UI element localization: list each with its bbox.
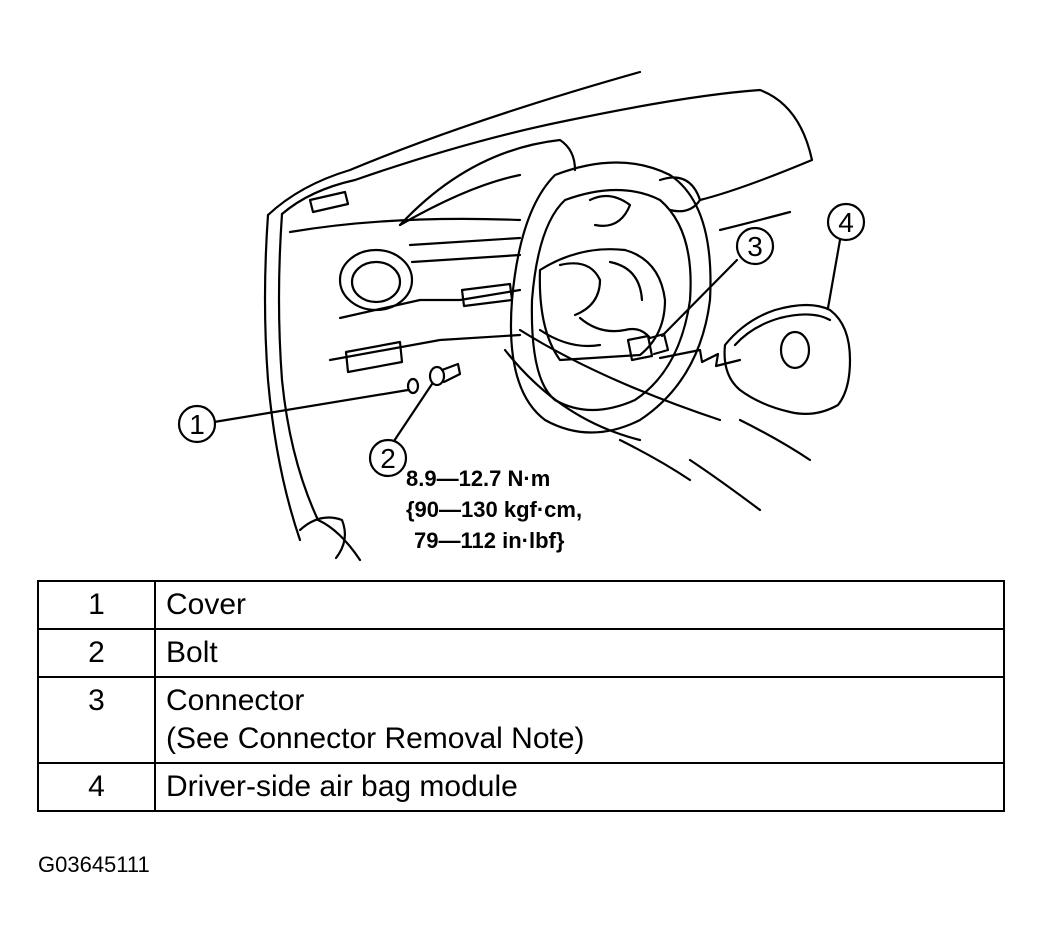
leader-4	[826, 238, 842, 310]
dash-top-edge	[266, 70, 642, 217]
torque-line-2: {90—130 kgf·cm,	[406, 497, 583, 522]
part-description: Connector (See Connector Removal Note)	[154, 676, 1005, 764]
parts-table: 1 Cover 2 Bolt 3 Connector (See Connecto…	[37, 580, 1005, 812]
part-description-line: Connector	[166, 684, 305, 717]
figure-id: G03645111	[38, 852, 150, 877]
svg-text:3: 3	[747, 231, 763, 262]
table-row: 1 Cover	[37, 580, 1005, 630]
round-vent-outer	[338, 248, 414, 312]
defroster-vent	[308, 190, 350, 214]
callout-4: 4	[826, 202, 866, 242]
table-row: 2 Bolt	[37, 628, 1005, 678]
svg-text:1: 1	[189, 409, 205, 440]
dash-ledge	[338, 288, 522, 320]
dash-top-edge-inner	[280, 88, 814, 216]
dash-trim	[408, 236, 522, 247]
separation-arrow	[658, 348, 742, 368]
torque-spec: 8.9—12.7 N·m {90—130 kgf·cm, 79—112 in·l…	[406, 463, 582, 556]
hub-detail	[538, 260, 644, 348]
part-number: 3	[37, 676, 156, 764]
callout-3: 3	[735, 226, 775, 266]
part-description: Bolt	[154, 628, 1005, 678]
dash-lower-line	[328, 333, 522, 362]
leader-1	[212, 388, 410, 424]
steering-wheel-inner	[530, 188, 692, 412]
table-row: 4 Driver-side air bag module	[37, 762, 1005, 812]
connector-drawing	[626, 332, 670, 362]
dash-trim-2	[410, 253, 522, 264]
gauge-left	[588, 194, 632, 227]
dash-switch	[344, 340, 404, 374]
cover-hole	[406, 377, 420, 395]
a-pillar	[263, 213, 302, 542]
gauge-right	[658, 176, 702, 213]
dashboard-airbag-illustration: 1 2 3 4	[177, 70, 866, 562]
steering-wheel-outer	[509, 161, 712, 434]
torque-line-3: 79—112 in·lbf}	[414, 528, 565, 553]
steering-hub	[538, 248, 667, 362]
a-pillar-inner	[277, 212, 362, 562]
part-number: 4	[37, 762, 156, 812]
dash-right-edge	[688, 210, 812, 512]
leader-2	[390, 382, 434, 446]
callout-2: 2	[368, 438, 408, 478]
callout-1: 1	[177, 404, 217, 444]
airbag-module-drawing	[723, 303, 852, 415]
part-description: Cover	[154, 580, 1005, 630]
part-description: Driver-side air bag module	[154, 762, 1005, 812]
svg-text:4: 4	[838, 207, 854, 238]
instrument-hood	[398, 138, 577, 227]
steering-column	[503, 328, 722, 482]
pillar-knob	[298, 516, 347, 560]
torque-line-1: 8.9—12.7 N·m	[406, 466, 551, 491]
leader-3	[660, 258, 739, 338]
part-number: 2	[37, 628, 156, 678]
wire-harness	[578, 316, 652, 340]
table-row: 3 Connector (See Connector Removal Note)	[37, 676, 1005, 764]
bolt-drawing	[428, 362, 462, 387]
part-description-note: (See Connector Removal Note)	[166, 722, 585, 755]
round-vent-inner	[350, 260, 402, 304]
hood-curve	[398, 173, 522, 227]
part-number: 1	[37, 580, 156, 630]
lower-dash	[288, 217, 522, 234]
svg-text:2: 2	[380, 443, 396, 474]
